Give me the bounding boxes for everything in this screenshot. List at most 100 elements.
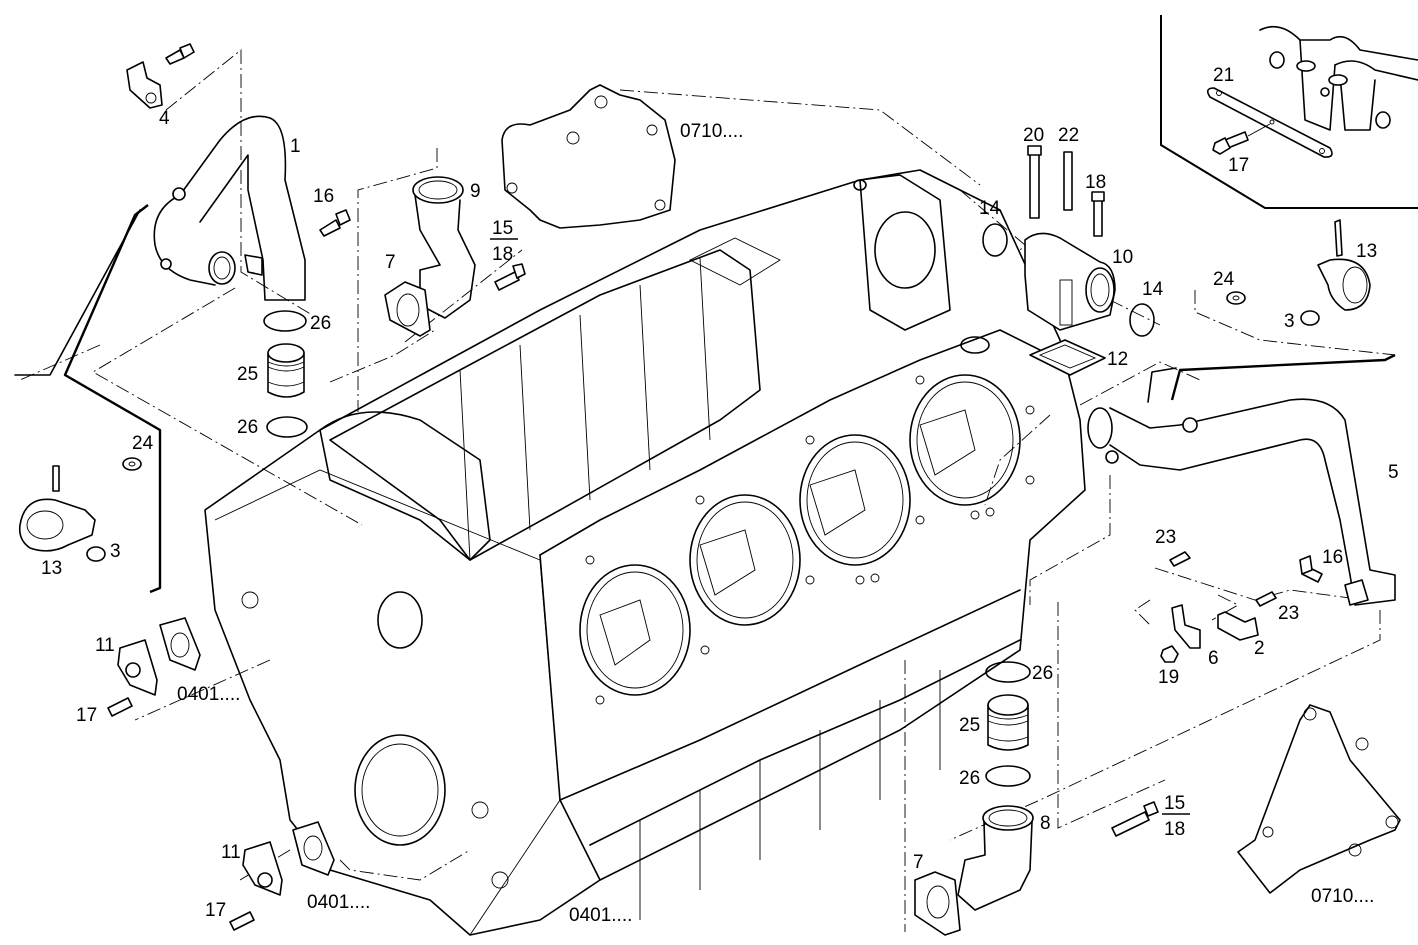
part-14-ring-right: [1129, 303, 1155, 337]
callout-label: 25: [959, 715, 980, 736]
part-10-thermostat-housing: [1024, 232, 1116, 331]
engine-block: [204, 169, 1086, 936]
part-26-ring-upper-right: [985, 661, 1031, 683]
callout-label: 23: [1278, 603, 1299, 624]
callout-label: 4: [159, 108, 170, 129]
callout-label: 13: [1356, 241, 1377, 262]
part-7-gasket-upper: [384, 281, 431, 337]
part-8-elbow: [957, 805, 1034, 911]
callout-label: 21: [1213, 65, 1234, 86]
part-13-clamp-left: [18, 465, 96, 552]
fraction-numerator: 15: [1164, 793, 1185, 814]
callout-label: 26: [1032, 663, 1053, 684]
callout-label: 16: [313, 186, 334, 207]
part-24-washer-left: [122, 457, 142, 471]
part-5-hose: [1087, 398, 1396, 606]
fraction-denominator: 18: [492, 244, 513, 265]
part-20-bolt: [1027, 145, 1042, 219]
bracket-lines-left: [14, 204, 1396, 594]
part-23-bolt-lower: [1255, 591, 1277, 607]
part-16-bolt-left: [319, 209, 351, 237]
part-3-spacer-right: [1300, 310, 1320, 326]
callout-label: 11: [95, 635, 115, 656]
part-25-sleeve-right: [987, 694, 1029, 751]
part-9-elbow: [412, 176, 476, 319]
callout-label: 11: [221, 842, 241, 863]
inset-shaft-assembly: [1259, 25, 1418, 131]
part-7-gasket-lower: [914, 871, 961, 936]
part-17-bolt-left: [107, 697, 133, 717]
part-22-stud: [1063, 151, 1073, 211]
part-12-gasket: [1029, 339, 1106, 376]
callout-label: 14: [979, 198, 1001, 219]
callout-label: 0710....: [1311, 886, 1374, 907]
callout-label: 13: [41, 558, 62, 579]
part-15-18-bolt-lower: [1111, 801, 1159, 837]
callout-label: 17: [205, 900, 226, 921]
part-2-bracket: [1217, 611, 1259, 641]
part-19-nut: [1160, 645, 1179, 663]
part-23-bolt-upper: [1169, 551, 1191, 567]
callout-label: 0710....: [680, 121, 743, 142]
cylinder-bores: [579, 374, 1021, 696]
callout-label: 18: [1085, 172, 1106, 193]
fraction-numerator: 15: [492, 218, 513, 239]
callout-label: 14: [1142, 279, 1164, 300]
part-6-bracket: [1171, 604, 1201, 649]
part-3-spacer-left: [86, 546, 106, 562]
part-11-cover-lower: [242, 821, 335, 896]
callout-label: 26: [959, 768, 980, 789]
part-18-bolt: [1091, 191, 1105, 237]
intake-manifold: [319, 237, 781, 561]
callout-label: 24: [132, 433, 154, 454]
callout-label: 16: [1322, 547, 1343, 568]
leader-lines: [19, 49, 1396, 932]
callout-label: 12: [1107, 349, 1128, 370]
callout-label: 0401....: [307, 892, 370, 913]
callout-label: 25: [237, 364, 258, 385]
part-26-ring-upper-left: [263, 310, 307, 332]
part-21-strap: [1206, 87, 1333, 158]
callout-label: 0401....: [569, 905, 632, 926]
part-4-bracket: [126, 43, 195, 109]
callout-label: 24: [1213, 269, 1235, 290]
part-13-clamp-right: [1317, 219, 1371, 311]
part-17-bolt-lower: [229, 911, 255, 931]
cover-0710-lower: [1237, 704, 1401, 894]
top-cover-0710: [501, 84, 676, 229]
part-15-18-bolt-upper: [494, 263, 526, 291]
front-face: [214, 179, 990, 936]
callout-label: 8: [1040, 813, 1051, 834]
part-24-washer-right: [1226, 291, 1246, 305]
callout-label: 26: [237, 417, 258, 438]
callout-label: 6: [1208, 648, 1219, 669]
gasket-holes: [585, 375, 1035, 705]
callout-label: 19: [1158, 667, 1179, 688]
inset-frame: [1160, 15, 1418, 209]
callout-label: 9: [470, 181, 481, 202]
callout-label: 2: [1254, 638, 1265, 659]
part-1-hose: [153, 115, 306, 301]
callout-label: 7: [913, 852, 924, 873]
callout-label: 20: [1023, 125, 1044, 146]
callout-label: 7: [385, 252, 396, 273]
callout-label: 10: [1112, 247, 1133, 268]
callout-label: 1: [290, 136, 301, 157]
callout-label: 3: [1284, 311, 1295, 332]
part-26-ring-lower-left: [266, 416, 308, 438]
callout-label: 17: [1228, 155, 1249, 176]
part-25-sleeve-left: [267, 343, 305, 398]
callout-label: 5: [1388, 462, 1399, 483]
callout-label: 23: [1155, 527, 1176, 548]
callout-label: 0401....: [177, 684, 240, 705]
part-17-bolt-inset: [1212, 123, 1271, 155]
part-26-ring-lower-right: [985, 765, 1031, 787]
part-14-ring-left: [982, 223, 1008, 257]
part-16-bolt-right: [1299, 555, 1323, 583]
fraction-denominator: 18: [1164, 819, 1185, 840]
